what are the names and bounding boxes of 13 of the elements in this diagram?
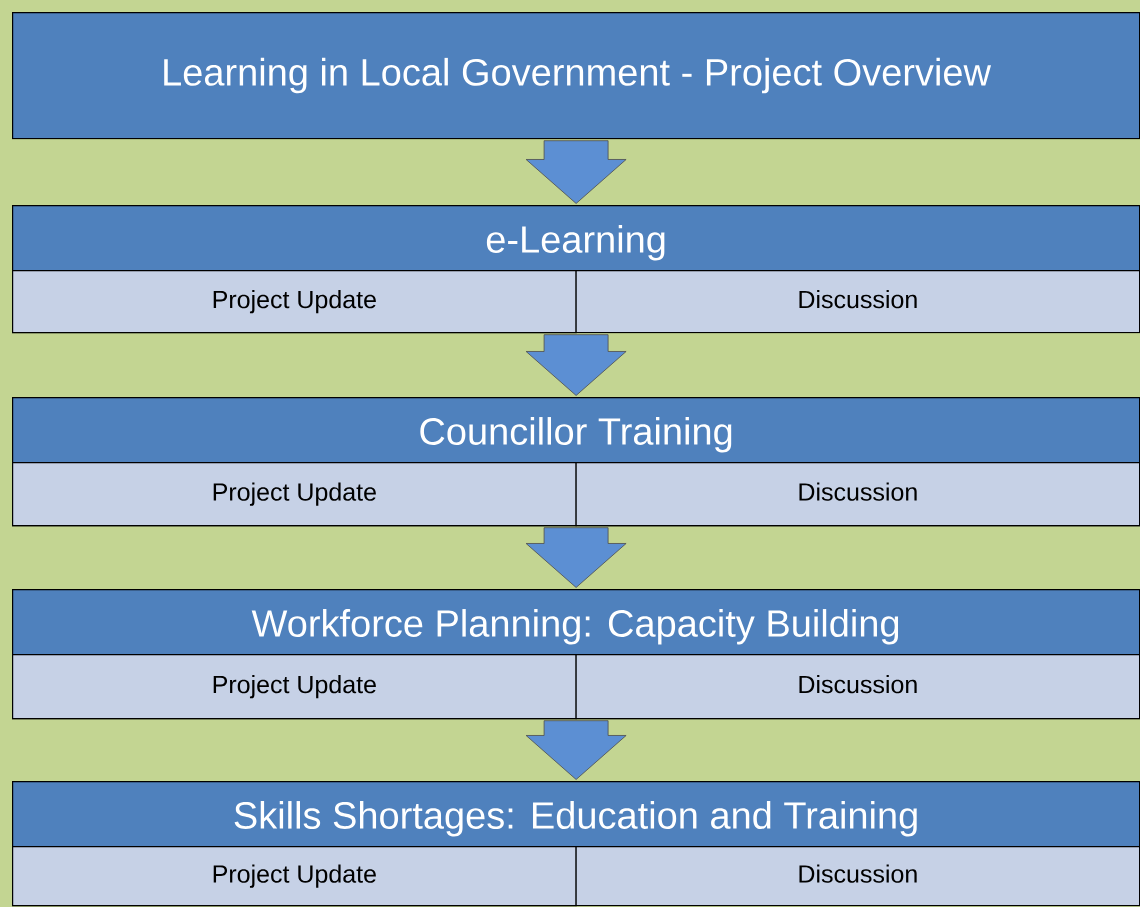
- arrow: [525, 720, 627, 780]
- cell-box: Project Update: [12, 846, 577, 907]
- cell-box: Project Update: [12, 269, 577, 334]
- cell-box: Discussion: [575, 654, 1140, 720]
- cell-box: Discussion: [575, 461, 1140, 527]
- title-box: Learning in Local Government - Project Overview: [12, 12, 1140, 140]
- arrow: [525, 334, 627, 396]
- cell-box: Discussion: [575, 269, 1140, 334]
- arrow: [525, 140, 627, 204]
- cell-box: Discussion: [575, 846, 1140, 907]
- cell-box: Project Update: [12, 654, 577, 720]
- cell-box: Project Update: [12, 461, 577, 527]
- arrow: [525, 527, 627, 588]
